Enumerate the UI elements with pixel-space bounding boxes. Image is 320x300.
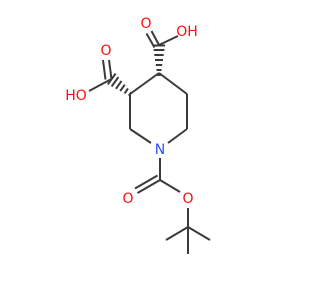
- bond-c4-carboxyl-c-o-double-b: [145, 33, 156, 48]
- bond-boc-c-o-double-a: [136, 179, 161, 194]
- bond-boc-c-o-ester: [159, 179, 181, 193]
- carboxyl-group-c4: [145, 30, 179, 48]
- atom-label-o-c3-oxo: O: [100, 43, 111, 59]
- atom-labels: O OH O HO N O O: [65, 16, 198, 207]
- bond-c4-carboxyl-c-oh: [158, 35, 179, 46]
- bond-tbu-methyl-1: [165, 226, 189, 241]
- piperidine-ring: [129, 72, 188, 144]
- boc-group: [134, 158, 211, 254]
- bond-boc-c-o-double-b: [134, 174, 159, 190]
- atom-label-o-c4-oxo: O: [140, 16, 151, 32]
- bond-n1-c2: [129, 128, 152, 144]
- bond-c3-c4: [129, 72, 160, 95]
- atom-label-o-boc-ester: O: [182, 191, 193, 207]
- atom-label-o-boc-oxo: O: [122, 191, 133, 207]
- bond-tbu-methyl-2: [187, 226, 211, 241]
- bond-c4-c5: [158, 72, 188, 95]
- bond-c6-n1: [167, 128, 188, 144]
- hashed-bond-c3-carboxyl: [106, 73, 133, 97]
- atom-label-ho-c3: HO: [65, 88, 87, 104]
- carboxyl-group-c3: [88, 59, 113, 92]
- hashed-bond-c4-carboxyl: [153, 44, 165, 76]
- structure-diagram: O OH O HO N O O: [65, 16, 211, 254]
- atom-label-oh-c4: OH: [176, 24, 198, 40]
- bond-c4-carboxyl-c-o-double-a: [150, 30, 160, 46]
- atom-label-n1: N: [155, 142, 165, 158]
